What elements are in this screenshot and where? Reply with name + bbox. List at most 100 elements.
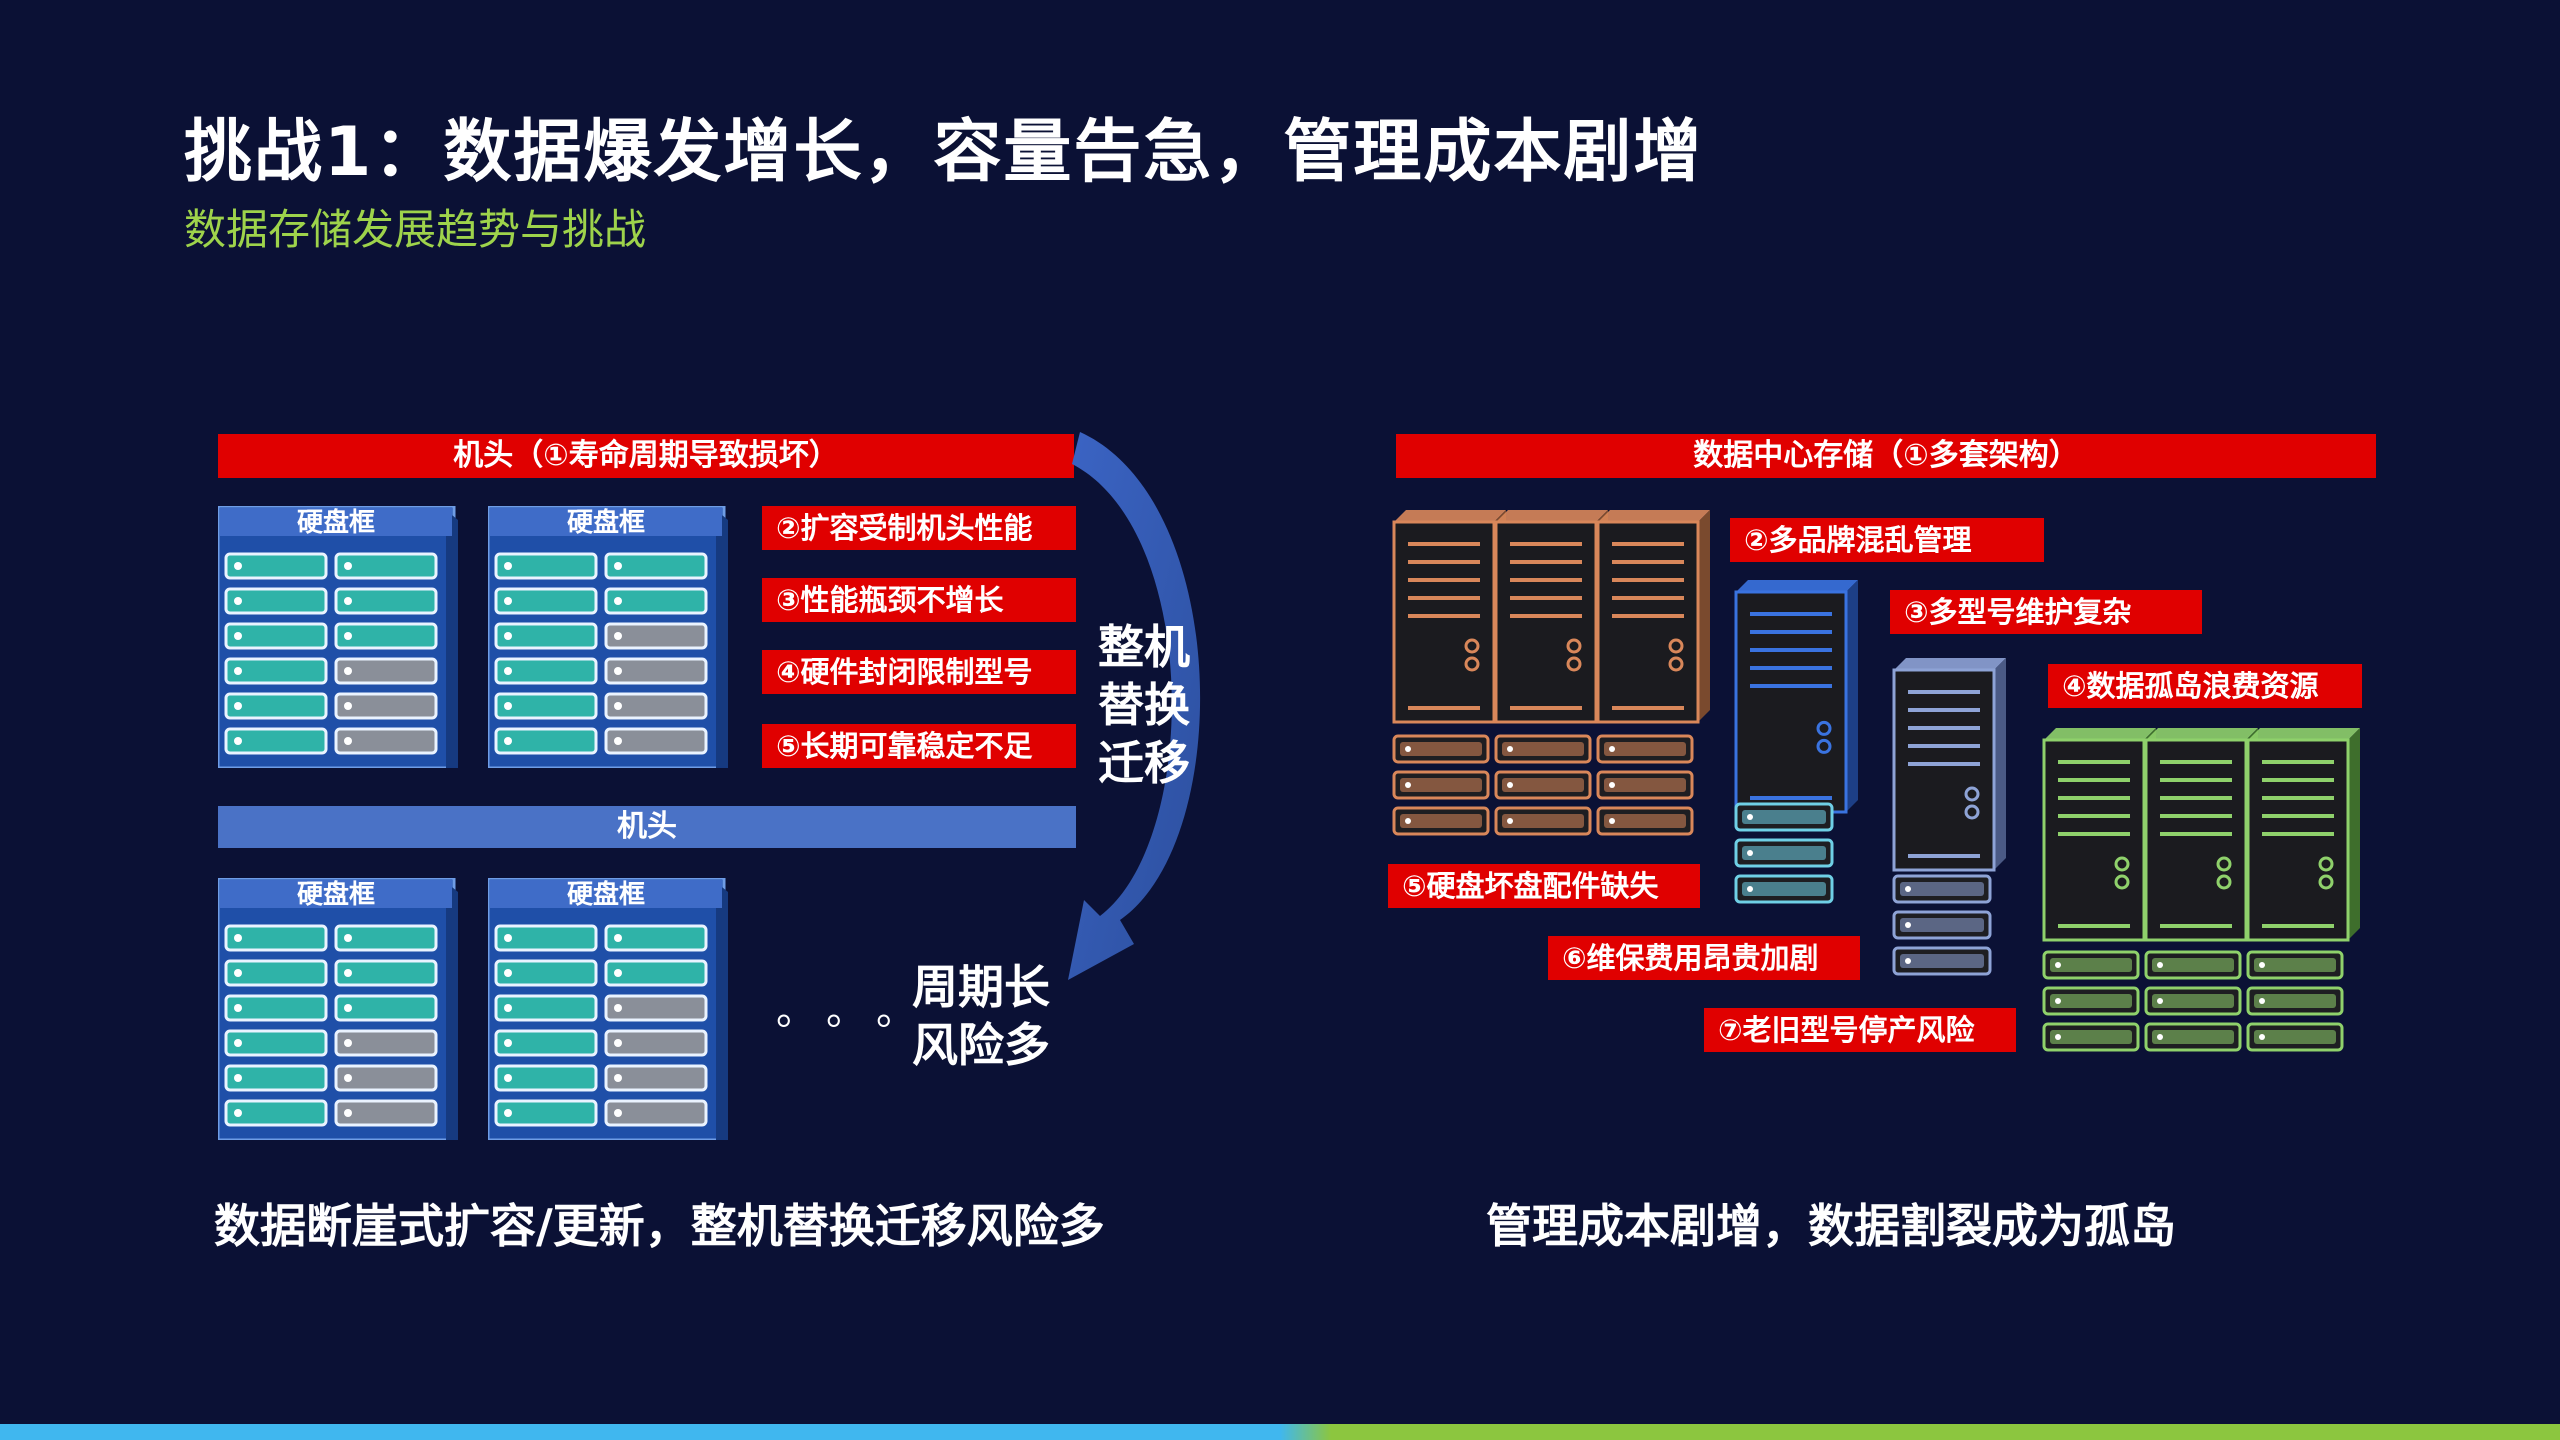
slide-subtitle: 数据存储发展趋势与挑战 <box>184 205 647 254</box>
server-rack-icon <box>1392 510 2360 1052</box>
drive-led <box>1507 782 1513 788</box>
drive-led <box>344 1004 352 1012</box>
drive-tray-face <box>1604 778 1686 792</box>
drive-led <box>614 1004 622 1012</box>
disk-enclosure-icon: 硬盘框 <box>488 506 728 768</box>
disk-drive <box>334 1029 438 1057</box>
enclosure-header <box>220 508 452 536</box>
drive-led <box>614 667 622 675</box>
rack-button <box>2318 856 2334 872</box>
disk-drive <box>494 959 598 987</box>
drive-led <box>614 1039 622 1047</box>
drive-tray-face <box>1502 814 1584 828</box>
enclosure-header <box>490 880 722 908</box>
rack-side <box>2348 728 2360 940</box>
drive-led <box>504 632 512 640</box>
drive-tray-face <box>1604 814 1686 828</box>
enclosure-side <box>446 510 458 768</box>
drive-led <box>344 667 352 675</box>
disk-drive <box>604 994 708 1022</box>
disk-drive <box>224 587 328 615</box>
rack-front <box>2144 738 2248 942</box>
drive-led <box>1507 746 1513 752</box>
disk-drive <box>224 994 328 1022</box>
drive-led <box>344 934 352 942</box>
drive-tray-face <box>2152 958 2234 972</box>
rack-button <box>1964 804 1980 820</box>
disk-drive <box>334 692 438 720</box>
drive-led <box>504 1039 512 1047</box>
drive-led <box>1609 746 1615 752</box>
drive-led <box>234 1039 242 1047</box>
drive-tray-face <box>2050 994 2132 1008</box>
rack-button <box>2216 874 2232 890</box>
left-issue-3: ③性能瓶颈不增长 <box>762 578 1076 622</box>
drive-led <box>2055 998 2061 1004</box>
drive-tray-face <box>1742 882 1826 896</box>
rack-button <box>2114 874 2130 890</box>
disk-drive <box>334 924 438 952</box>
rack-front <box>1892 668 1996 872</box>
rack-top <box>1736 580 1858 592</box>
disk-drive <box>494 622 598 650</box>
drive-led <box>1405 746 1411 752</box>
rack-button <box>1566 656 1582 672</box>
rack-button <box>1668 638 1684 654</box>
curved-arrow-icon <box>1068 432 1201 980</box>
left-caption: 数据断崖式扩容/更新，整机替换迁移风险多 <box>214 1199 1105 1253</box>
disk-frame-label: 硬盘框 <box>297 507 375 538</box>
drive-led <box>504 702 512 710</box>
disk-drive <box>224 959 328 987</box>
drive-led <box>234 1109 242 1117</box>
drive-tray-face <box>2050 958 2132 972</box>
disk-drive <box>334 994 438 1022</box>
right-issue-5: ⑤硬盘坏盘配件缺失 <box>1388 864 1700 908</box>
enclosure-header <box>220 880 452 908</box>
rack-top <box>2044 728 2156 740</box>
right-issue-3: ③多型号维护复杂 <box>1890 590 2202 634</box>
rack-top <box>1598 510 1710 522</box>
drive-led <box>234 597 242 605</box>
drive-led <box>1747 814 1753 820</box>
disk-drive <box>604 727 708 755</box>
drive-tray-face <box>1502 778 1584 792</box>
drive-led <box>344 1074 352 1082</box>
rack-front <box>2246 738 2350 942</box>
bottom-accent-strip <box>0 1424 2560 1440</box>
drive-tray-face <box>1400 778 1482 792</box>
drive-tray-face <box>2152 994 2234 1008</box>
rack-button <box>1668 656 1684 672</box>
rack-button <box>1964 786 1980 802</box>
disk-drive <box>604 552 708 580</box>
disk-drive <box>604 692 708 720</box>
rack-button <box>1464 656 1480 672</box>
drive-led <box>234 1074 242 1082</box>
disk-drive <box>224 552 328 580</box>
disk-drive <box>224 692 328 720</box>
drive-tray-face <box>1900 918 1984 932</box>
drive-tray-face <box>1400 814 1482 828</box>
drive-led <box>1507 818 1513 824</box>
right-caption: 管理成本剧增，数据割裂成为孤岛 <box>1486 1199 2176 1253</box>
disk-drive <box>224 1099 328 1127</box>
migration-label-2: 替换 <box>1098 678 1190 732</box>
rack-front <box>1734 590 1848 814</box>
drive-led <box>614 1109 622 1117</box>
drive-led <box>234 702 242 710</box>
rack-button <box>1566 638 1582 654</box>
left-issue-5: ⑤长期可靠稳定不足 <box>762 724 1076 768</box>
drive-tray-face <box>2254 958 2336 972</box>
drive-led <box>234 969 242 977</box>
disk-drive <box>604 924 708 952</box>
drive-led <box>234 667 242 675</box>
drive-led <box>234 934 242 942</box>
rack-side <box>1846 580 1858 812</box>
disk-drive <box>334 622 438 650</box>
rack-button <box>2216 856 2232 872</box>
enclosure-side <box>446 882 458 1140</box>
disk-drive <box>494 1064 598 1092</box>
disk-drive <box>224 657 328 685</box>
disk-drive <box>604 959 708 987</box>
drive-tray-face <box>2050 1030 2132 1044</box>
disk-drive <box>494 657 598 685</box>
